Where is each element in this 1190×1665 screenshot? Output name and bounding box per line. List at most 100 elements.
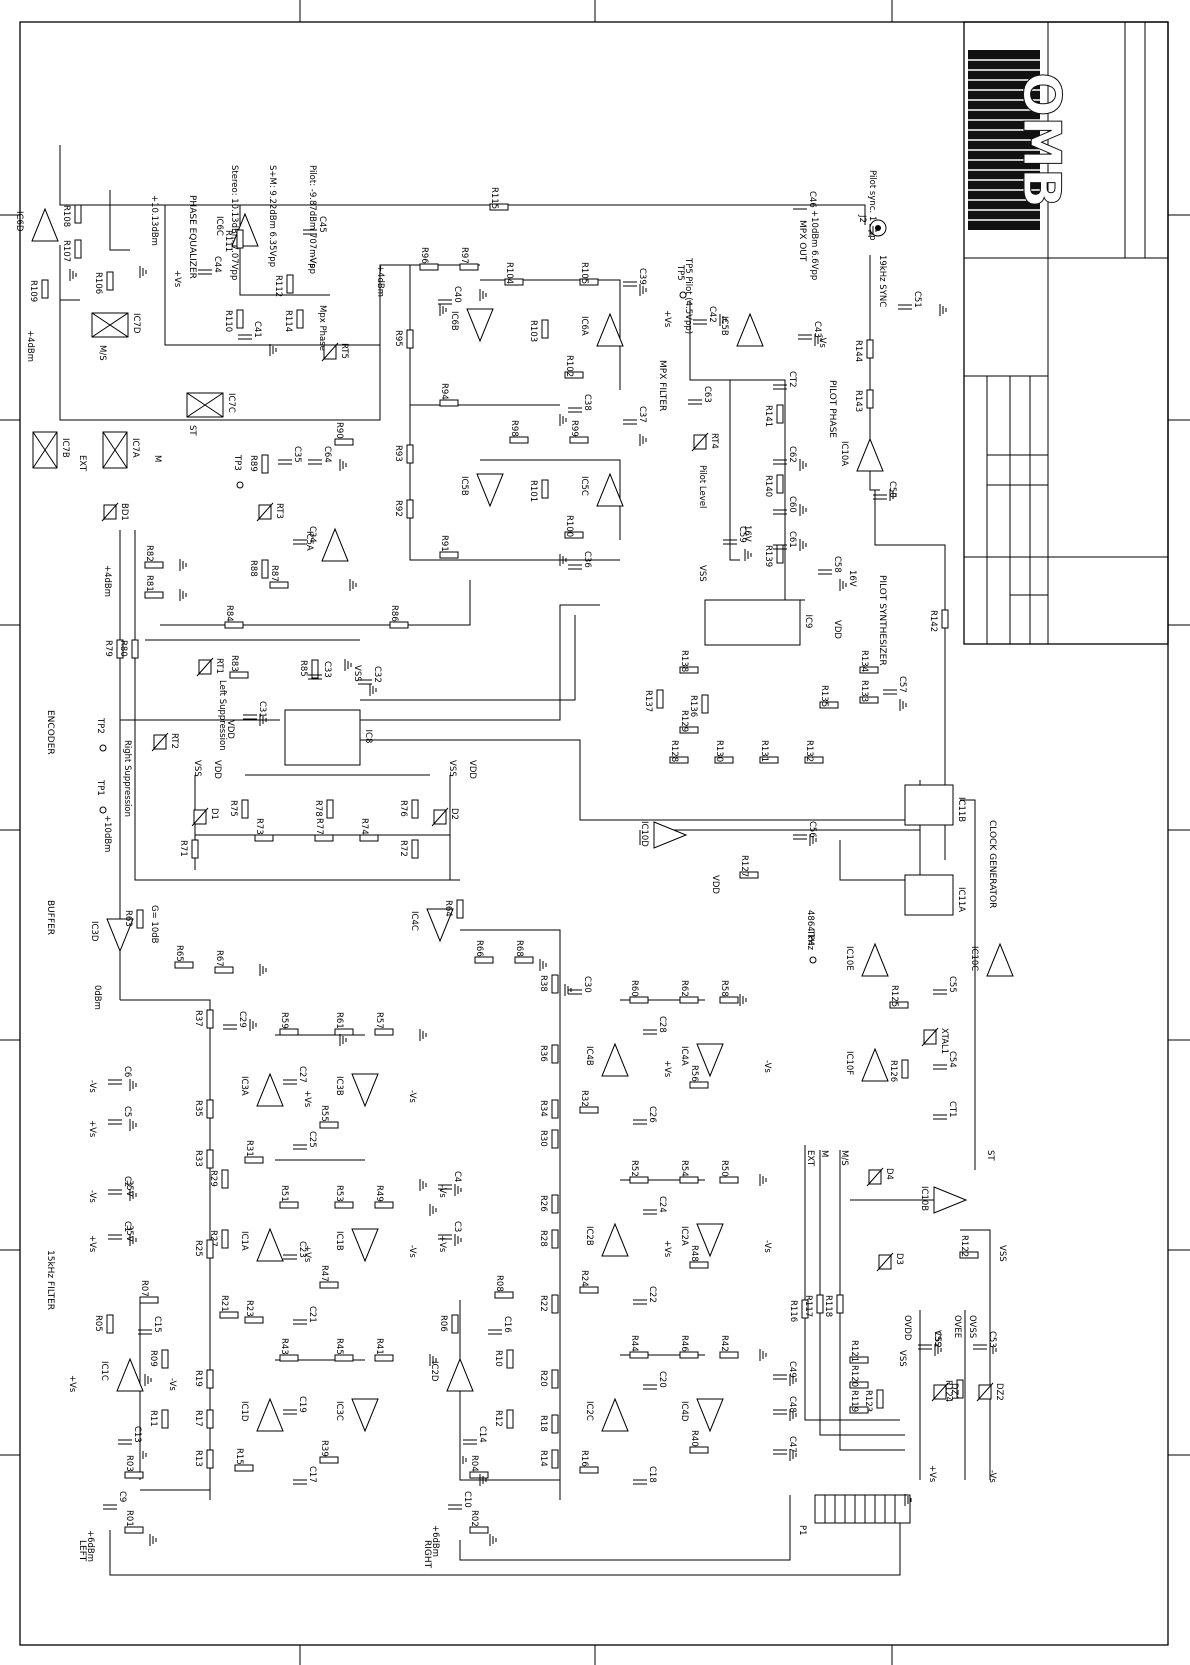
capacitor-c22 xyxy=(633,1299,647,1305)
label-pilot-synth: PILOT SYNTHESIZER xyxy=(877,575,887,666)
resistor-label: R57 xyxy=(374,1012,384,1029)
opamp-ic4a xyxy=(696,1043,724,1078)
resistor-r15 xyxy=(234,1464,254,1472)
jumper-bd1 xyxy=(101,502,119,522)
supply-label: +Vs xyxy=(437,1235,447,1253)
capacitor-label: C27 xyxy=(297,1066,307,1083)
capacitor-c55 xyxy=(933,989,947,995)
switch-label: IC7A xyxy=(130,438,140,458)
misc-label: DZ1 xyxy=(949,1383,959,1401)
supply-label: -Vs xyxy=(817,335,827,348)
capacitor-label: C10 xyxy=(462,1491,472,1508)
resistor-label: R91 xyxy=(439,535,449,552)
capacitor-c34 xyxy=(293,539,307,545)
resistor-label: R27 xyxy=(208,1230,218,1247)
supply-label: +Vs xyxy=(662,310,672,328)
capacitor-c26 xyxy=(633,1119,647,1125)
opamp-label: IC2B xyxy=(584,1226,594,1246)
resistor-r97 xyxy=(459,263,479,271)
capacitor-c47 xyxy=(773,1449,787,1455)
capacitor-label: C35 xyxy=(292,446,302,463)
capacitor-label: C57 xyxy=(897,676,907,693)
capacitor-c21 xyxy=(293,1319,307,1325)
opamp-label: IC5B xyxy=(719,316,729,336)
drawing-frame xyxy=(19,21,1169,1646)
capacitor-c61 xyxy=(773,544,787,550)
resistor-label: R95 xyxy=(393,330,403,347)
resistor-r38 xyxy=(551,974,559,994)
misc-label: RT4 xyxy=(709,433,719,449)
ground-symbol xyxy=(349,579,357,591)
resistor-r134 xyxy=(859,666,879,674)
supply-label: M xyxy=(819,1150,829,1157)
label-encoder: ENCODER xyxy=(45,710,55,755)
resistor-r10 xyxy=(506,1349,514,1369)
note-19k: 19kHz SYNC xyxy=(877,255,887,307)
capacitor-label: C16 xyxy=(502,1316,512,1333)
capacitor-label: C4 xyxy=(452,1171,462,1182)
capacitor-label: C58 xyxy=(832,556,842,573)
note-plus4-a: +4dBm xyxy=(25,330,35,362)
resistor-label: R106 xyxy=(93,272,103,294)
resistor-r40 xyxy=(689,1446,709,1454)
resistor-r12 xyxy=(506,1409,514,1429)
resistor-label: R88 xyxy=(248,560,258,577)
capacitor-ct2 xyxy=(773,384,787,390)
ground-symbol xyxy=(344,659,352,671)
resistor-label: R54 xyxy=(679,1160,689,1177)
capacitor-c3 xyxy=(438,1234,452,1240)
capacitor-label: C22 xyxy=(647,1286,657,1303)
capacitor-c36 xyxy=(568,564,582,570)
analog-switch-ic7b xyxy=(32,431,58,469)
supply-label: VDD xyxy=(832,620,842,639)
misc-label: D4 xyxy=(884,1168,894,1180)
diode-d3 xyxy=(876,1252,894,1272)
capacitor-c40 xyxy=(438,299,452,305)
resistor-r143 xyxy=(866,389,874,409)
capacitor-c43 xyxy=(798,334,812,340)
ground-symbol xyxy=(564,984,572,996)
resistor-r32 xyxy=(579,1106,599,1114)
resistor-label: R44 xyxy=(629,1335,639,1352)
resistor-r138 xyxy=(679,666,699,674)
opamp-ic1b xyxy=(351,1228,379,1263)
resistor-label: R100 xyxy=(564,515,574,537)
ground-symbol xyxy=(429,1204,437,1216)
resistor-r24 xyxy=(579,1286,599,1294)
resistor-label: R17 xyxy=(193,1410,203,1427)
resistor-r130 xyxy=(714,756,734,764)
resistor-r16 xyxy=(579,1466,599,1474)
ground-symbol xyxy=(809,834,817,846)
opamp-ic1c xyxy=(116,1357,144,1392)
resistor-r65 xyxy=(174,961,194,969)
capacitor-label: C28 xyxy=(657,1016,667,1033)
opamp-ic5a xyxy=(321,527,349,562)
supply-label: VDD xyxy=(710,875,720,894)
misc-label: RT3 xyxy=(274,503,284,519)
chip-label: IC11B xyxy=(956,797,966,822)
resistor-label: R134 xyxy=(859,650,869,672)
opamp-ic10b xyxy=(933,1186,968,1214)
resistor-label: R29 xyxy=(208,1170,218,1187)
opamp-label: IC3A xyxy=(239,1076,249,1096)
resistor-label: R85 xyxy=(298,660,308,677)
capacitor-c13 xyxy=(118,1439,132,1445)
resistor-r73 xyxy=(254,834,274,842)
resistor-r116 xyxy=(801,1299,809,1319)
resistor-label: R38 xyxy=(538,975,548,992)
ground-symbol xyxy=(869,224,877,236)
supply-label: 16V xyxy=(742,525,752,542)
capacitor-label: C60 xyxy=(787,496,797,513)
resistor-r142 xyxy=(941,609,949,629)
resistor-label: R97 xyxy=(459,247,469,264)
opamp-label: IC10D xyxy=(639,821,649,847)
resistor-r53 xyxy=(334,1201,354,1209)
ground-symbol xyxy=(139,266,147,278)
resistor-label: R77 xyxy=(314,818,324,835)
ground-symbol xyxy=(789,1374,797,1386)
opamp-ic6b xyxy=(466,308,494,343)
note-left-lvl: +6dBm xyxy=(85,1530,95,1562)
resistor-r55 xyxy=(319,1121,339,1129)
opamp-ic3a xyxy=(256,1072,284,1107)
